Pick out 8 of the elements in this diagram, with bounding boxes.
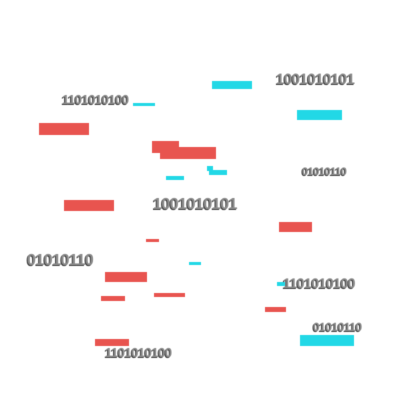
- binary-text: 1101010100: [105, 346, 172, 359]
- binary-text: 1001010101: [153, 197, 237, 213]
- binary-text: 01010110: [302, 167, 346, 178]
- binary-text: 1101010100: [62, 93, 129, 106]
- binary-text: 01010110: [27, 253, 94, 269]
- binary-text: 1001010101: [276, 72, 354, 87]
- binary-text: 1101010100: [283, 276, 356, 290]
- binary-text: 01010110: [313, 321, 362, 333]
